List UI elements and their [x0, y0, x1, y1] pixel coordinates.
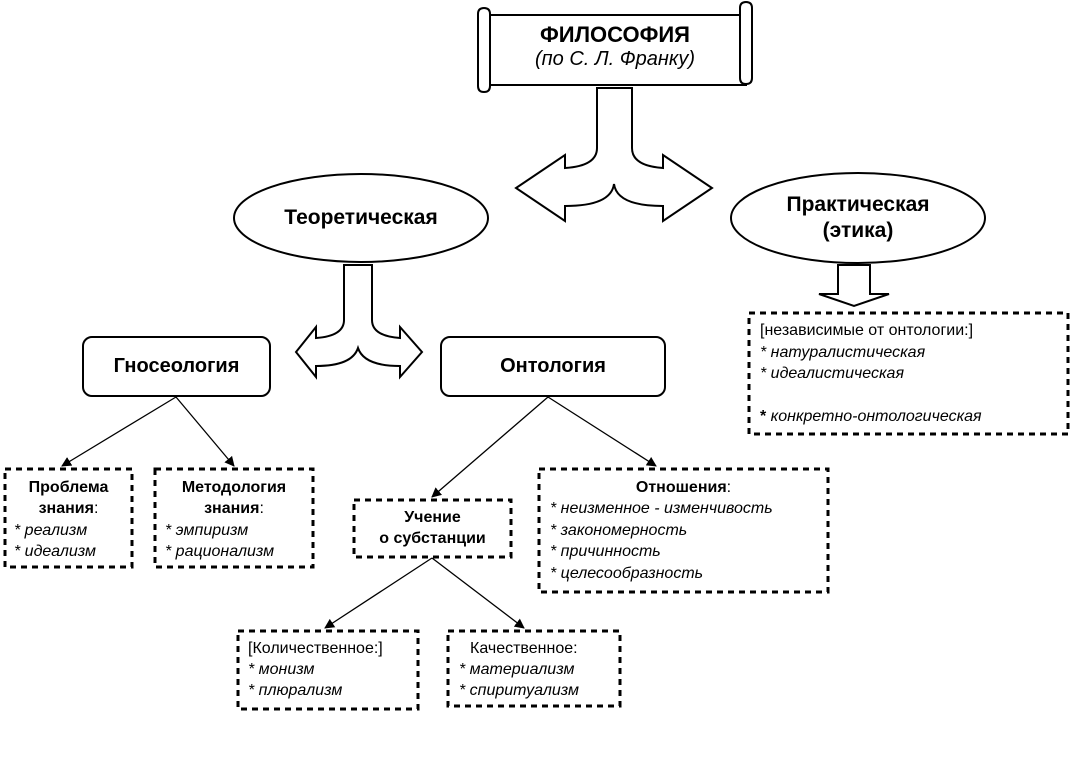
split-arrow-theoretical: [294, 264, 424, 380]
substance-line2: о субстанции: [379, 530, 486, 547]
dashed-box-quantitative: [236, 629, 420, 711]
label-theoretical: Теоретическая: [284, 206, 438, 229]
problem-title-colon: :: [93, 500, 99, 517]
relations-title-word: Отношения: [635, 479, 727, 496]
qualitative-item-materialism: * материализм: [459, 661, 575, 678]
dashed-box-method: [153, 467, 315, 569]
problem-title-line1: Проблема: [28, 479, 109, 496]
method-title-line1: Методология: [181, 479, 287, 496]
split-arrow-root: [514, 87, 714, 223]
method-title-word: знания: [204, 500, 260, 517]
qualitative-header: Качественное:: [470, 640, 578, 657]
connector-gnoseology-problem: [61, 396, 177, 467]
practical-item-concrete-text: конкретно-онтологическая: [766, 408, 982, 425]
relations-item-purposiveness: * целесообразность: [550, 565, 704, 582]
connector-substance-quantitative: [324, 557, 433, 629]
quantitative-item-pluralism: * плюрализм: [248, 682, 343, 699]
root-title: ФИЛОСОФИЯ: [540, 22, 690, 47]
dashed-box-practical: [747, 311, 1070, 436]
relations-title: Отношения:: [539, 477, 828, 498]
relations-item-change: * неизменное - изменчивость: [550, 500, 773, 517]
relations-item-causality: * причинность: [550, 543, 661, 560]
label-ontology: Онтология: [500, 355, 606, 377]
scroll-banner: [477, 0, 753, 94]
dashed-box-problem: [3, 467, 134, 569]
practical-header: [независимые от онтологии:]: [760, 322, 974, 339]
box-ontology: [440, 336, 666, 397]
quantitative-header: [Количественное:]: [248, 640, 383, 657]
label-practical-line1: Практическая: [786, 193, 930, 216]
problem-title-word: знания: [38, 500, 94, 517]
relations-title-colon: :: [726, 479, 732, 496]
connector-ontology-substance: [431, 396, 549, 498]
ellipse-practical: [730, 172, 986, 264]
dashed-box-qualitative: [446, 629, 622, 708]
problem-item-realism: * реализм: [14, 522, 88, 539]
relations-item-regularity: * закономерность: [550, 522, 688, 539]
practical-item-concrete-star: *: [760, 408, 767, 425]
practical-item-idealistic: * идеалистическая: [760, 365, 904, 382]
dashed-box-substance: [352, 498, 513, 559]
ellipse-theoretical: [233, 173, 489, 263]
down-arrow-practical: [818, 264, 890, 308]
connector-substance-qualitative: [431, 557, 525, 629]
method-title-colon: :: [259, 500, 264, 517]
connector-ontology-relations: [547, 396, 657, 467]
method-item-rationalism: * рационализм: [165, 543, 275, 560]
problem-item-idealism: * идеализм: [14, 543, 96, 560]
method-title-line2: знания:: [155, 498, 313, 519]
method-item-empiricism: * эмпиризм: [165, 522, 249, 539]
label-gnoseology: Гносеология: [113, 355, 240, 377]
root-subtitle: (по С. Л. Франку): [535, 48, 695, 70]
box-gnoseology: [82, 336, 271, 397]
dashed-box-relations: [537, 467, 830, 594]
quantitative-item-monism: * монизм: [248, 661, 315, 678]
label-practical-line2: (этика): [822, 219, 894, 242]
qualitative-item-spiritualism: * спиритуализм: [459, 682, 580, 699]
practical-item-concrete: * конкретно-онтологическая: [760, 406, 982, 427]
practical-item-naturalistic: * натуралистическая: [760, 344, 926, 361]
substance-line1: Учение: [404, 509, 461, 526]
problem-title-line2: знания:: [5, 498, 132, 519]
connector-gnoseology-method: [175, 396, 235, 467]
